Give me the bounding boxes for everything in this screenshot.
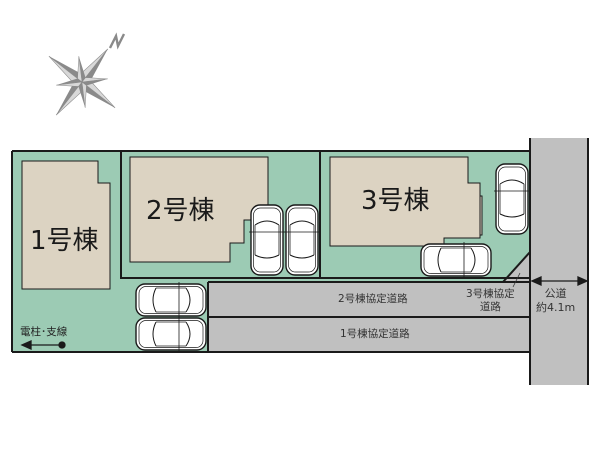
public-road-label-line1: 公道	[544, 287, 567, 300]
road-3-label-line1: 3号棟協定	[466, 288, 515, 300]
road-1-label: 1号棟協定道路	[340, 328, 410, 340]
utility-pole-label: 電柱･支線	[20, 326, 68, 338]
road-3-label: 3号棟協定 道路	[466, 288, 515, 314]
car-icon	[135, 281, 207, 319]
north-marker-icon	[108, 32, 126, 50]
road-3-label-line2: 道路	[479, 301, 501, 314]
car-icon	[283, 204, 321, 276]
car-icon	[248, 204, 286, 276]
building-2-label: 2号棟	[146, 196, 215, 226]
car-icon	[493, 163, 531, 235]
building-1-label: 1号棟	[30, 226, 99, 256]
utility-pole-icon	[20, 339, 66, 351]
car-icon	[420, 241, 492, 279]
public-road-width: 約4.1m	[536, 300, 576, 314]
road-2-label: 2号棟協定道路	[338, 293, 408, 305]
public-road-label: 公道 約4.1m	[536, 287, 575, 315]
compass-rose-icon	[48, 48, 116, 116]
building-3-label: 3号棟	[361, 186, 430, 216]
car-icon	[135, 315, 207, 353]
